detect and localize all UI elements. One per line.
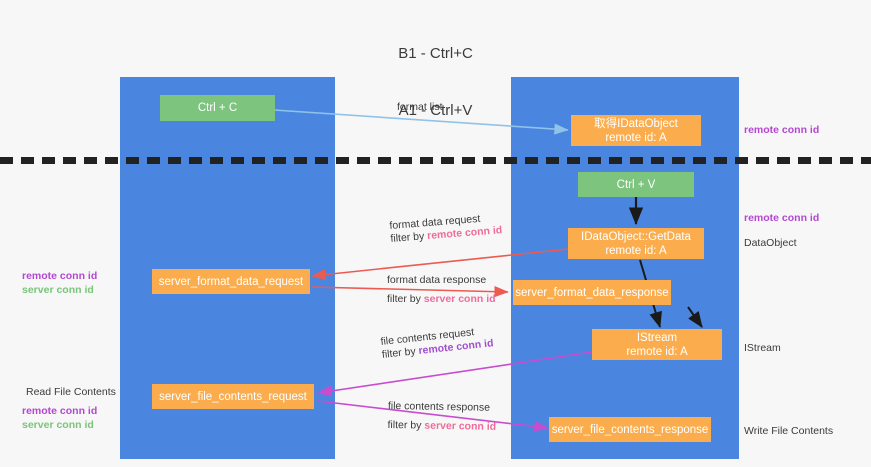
node-ctrl-v-label: Ctrl + V: [616, 178, 656, 191]
edge-label-format-data-response-line1: format data response: [387, 274, 487, 286]
node-server-format-data-request[interactable]: server_format_data_request: [152, 269, 310, 294]
node-getdata-id: remote id: A: [605, 244, 667, 257]
edge-label-format-data-response-line2: filter by server conn id: [387, 293, 496, 306]
annotation-right-remote-conn-id-1: remote conn id: [744, 124, 820, 136]
node-server-file-contents-response[interactable]: server_file_contents_response: [549, 417, 711, 442]
node-server-format-data-response[interactable]: server_format_data_response: [513, 280, 671, 305]
annotation-right-istream: IStream: [744, 342, 781, 354]
edge-label-fdres-highlight: server conn id: [423, 293, 496, 305]
node-istream-id: remote id: A: [626, 345, 688, 358]
node-remote-dataobject-id: remote id: A: [605, 131, 667, 144]
node-remote-dataobject-title: 取得IDataObject: [594, 117, 678, 130]
annotation-left-read-file-contents: Read File Contents: [26, 386, 116, 398]
node-getdata[interactable]: IDataObject::GetData remote id: A: [568, 228, 704, 259]
edge-label-file-contents-request: file contents request filter by remote c…: [380, 324, 494, 362]
edge-label-file-contents-response: file contents response filter by server …: [387, 400, 496, 434]
edge-label-format-data-request: format data request filter by remote con…: [389, 211, 503, 246]
page-title-line1: B1 - Ctrl+C: [398, 45, 473, 62]
edge-label-fdreq-prefix: filter by: [390, 230, 428, 245]
phase-separator: [0, 157, 871, 164]
edge-label-fcres-highlight: server conn id: [424, 419, 497, 433]
annotation-left-server-conn-id-1: server conn id: [22, 284, 94, 296]
annotation-right-write-file-contents: Write File Contents: [744, 425, 834, 437]
annotation-right-dataobject: DataObject: [744, 237, 797, 249]
edge-label-fdres-prefix: filter by: [387, 293, 424, 305]
edge-label-format-list: format list: [397, 101, 443, 114]
annotation-left-remote-conn-id-2: remote conn id: [22, 405, 98, 417]
annotation-left-remote-conn-id-1: remote conn id: [22, 270, 98, 282]
node-ctrl-v[interactable]: Ctrl + V: [578, 172, 694, 197]
node-remote-dataobject[interactable]: 取得IDataObject remote id: A: [571, 115, 701, 146]
node-istream-title: IStream: [636, 331, 678, 344]
node-getdata-title: IDataObject::GetData: [581, 230, 691, 243]
node-server-format-data-response-label: server_format_data_response: [515, 286, 669, 299]
node-istream[interactable]: IStream remote id: A: [592, 329, 722, 360]
node-ctrl-c[interactable]: Ctrl + C: [160, 95, 275, 121]
edge-label-fcres-prefix: filter by: [387, 418, 425, 432]
edge-label-fcreq-prefix: filter by: [381, 345, 420, 361]
node-server-file-contents-request-label: server_file_contents_request: [159, 390, 307, 403]
node-server-file-contents-response-label: server_file_contents_response: [551, 423, 709, 436]
edge-label-file-contents-response-line2: filter by server conn id: [387, 419, 496, 434]
node-server-file-contents-request[interactable]: server_file_contents_request: [152, 384, 314, 409]
edge-label-file-contents-response-line1: file contents response: [387, 400, 491, 414]
node-ctrl-c-label: Ctrl + C: [197, 102, 238, 114]
annotation-right-remote-conn-id-2: remote conn id: [744, 212, 820, 224]
edge-label-format-list-line1: format list: [397, 101, 443, 113]
annotation-left-server-conn-id-2: server conn id: [22, 419, 94, 431]
node-server-format-data-request-label: server_format_data_request: [158, 275, 304, 288]
edge-label-format-data-response: format data response filter by server co…: [387, 274, 496, 306]
